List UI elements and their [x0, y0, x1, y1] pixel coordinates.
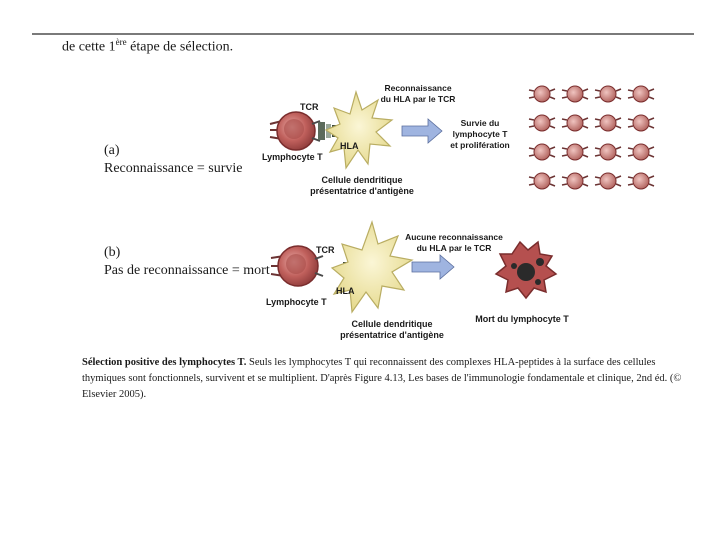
caption-title: Sélection positive des lymphocytes T. [82, 357, 247, 368]
outcome-label-a1: Survie du [461, 118, 500, 128]
lymphocyte-label-a: Lymphocyte T [262, 152, 323, 162]
hla-label-b: HLA [336, 286, 355, 296]
panel-b-letter: (b) [104, 245, 121, 260]
intro-text: de cette 1ère étape de sélection. [62, 37, 234, 55]
tcr-label-a: TCR [300, 102, 319, 112]
proliferated-lymphocyte [594, 143, 622, 161]
arrow-a [401, 118, 443, 144]
arrow-b [411, 254, 455, 280]
proliferated-lymphocyte [528, 114, 556, 132]
panel-a-text: Reconnaissance = survie [104, 161, 243, 176]
proliferated-lymphocyte [627, 172, 655, 190]
panel-a-label: (a) Reconnaissance = survie [104, 142, 243, 178]
lymphocyte-b [270, 245, 324, 287]
recognition-caption-a2: du HLA par le TCR [381, 94, 456, 104]
caption-body: Seuls les lymphocytes T qui reconnaissen… [82, 357, 682, 400]
proliferated-lymphocyte [627, 85, 655, 103]
proliferated-lymphocyte [561, 114, 589, 132]
proliferated-lymphocyte [561, 85, 589, 103]
panel-a-diagram: TCR HLA Lymphocyte T Reconnaissance du H… [262, 83, 655, 196]
dendritic-label-a1: Cellule dendritique [321, 175, 402, 185]
panel-b-diagram: TCR HLA Lymphocyte T Aucune reconnaissan… [266, 220, 569, 340]
recognition-caption-a1: Reconnaissance [384, 83, 451, 93]
dendritic-label-b1: Cellule dendritique [351, 319, 432, 329]
proliferated-lymphocyte [627, 114, 655, 132]
proliferated-lymphocyte [594, 172, 622, 190]
proliferated-lymphocyte [561, 172, 589, 190]
dendritic-cell-b [330, 220, 414, 314]
panel-b-text: Pas de reconnaissance = mort [104, 263, 270, 278]
dendritic-cell-a [324, 89, 394, 170]
lymphocyte-label-b: Lymphocyte T [266, 297, 327, 307]
panel-a-letter: (a) [104, 143, 120, 158]
proliferated-lymphocyte [528, 85, 556, 103]
recognition-caption-b1: Aucune reconnaissance [405, 232, 503, 242]
proliferated-lymphocyte [528, 172, 556, 190]
outcome-label-a2: lymphocyte T [453, 129, 509, 139]
figure-caption: Sélection positive des lymphocytes T. Se… [82, 355, 690, 403]
death-label: Mort du lymphocyte T [475, 314, 569, 324]
tcr-label-b: TCR [316, 245, 335, 255]
dead-lymphocyte [494, 240, 558, 300]
top-rule [32, 33, 694, 35]
panel-b-label: (b) Pas de reconnaissance = mort [104, 244, 270, 280]
hla-label-a: HLA [340, 141, 359, 151]
selection-figure: TCR HLA Lymphocyte T Reconnaissance du H… [262, 83, 655, 340]
lymphocyte-a [269, 111, 321, 151]
outcome-label-a3: et prolifération [450, 140, 510, 150]
proliferated-lymphocyte [594, 114, 622, 132]
proliferated-lymphocyte [561, 143, 589, 161]
proliferated-lymphocyte [528, 143, 556, 161]
proliferated-lymphocyte [594, 85, 622, 103]
proliferated-lymphocyte [627, 143, 655, 161]
dendritic-label-a2: présentatrice d'antigène [310, 186, 414, 196]
recognition-caption-b2: du HLA par le TCR [417, 243, 492, 253]
dendritic-label-b2: présentatrice d'antigène [340, 330, 444, 340]
proliferated-lymphocytes [528, 85, 655, 190]
